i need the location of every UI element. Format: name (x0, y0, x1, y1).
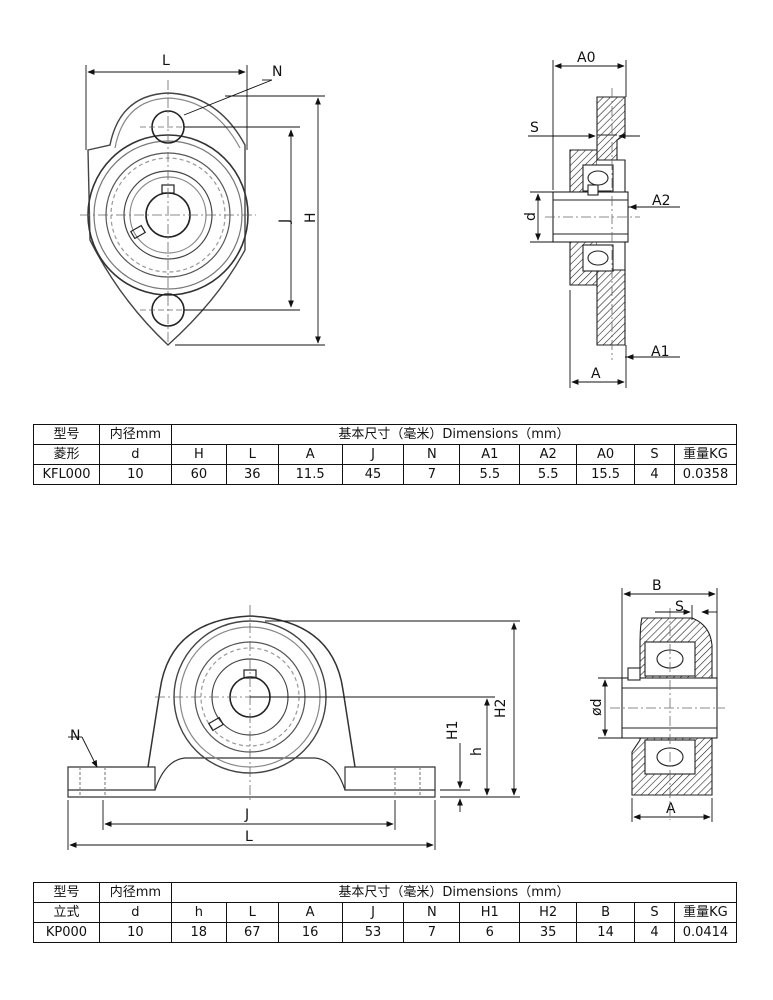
kp-dim-B-label: B (652, 578, 662, 594)
kp-cell: 67 (225, 922, 279, 943)
kfl-dim-J-label: J (277, 219, 293, 224)
kp-cell: 53 (341, 922, 405, 943)
kp-spec-table: 型号 内径mm 基本尺寸（毫米）Dimensions（mm） 立式 d h L … (33, 882, 738, 943)
kfl-col-header: S (634, 444, 675, 465)
kfl-col-header: H (170, 444, 227, 465)
kfl-cell: 45 (341, 464, 405, 485)
kfl-model-label: 型号 (33, 424, 100, 445)
kfl-col-header: L (225, 444, 279, 465)
kfl-dim-A2-label: A2 (652, 193, 670, 209)
kfl-bore-label: 内径mm (98, 424, 172, 445)
kfl-col-header: 重量KG (673, 444, 738, 465)
kfl-front-view (80, 80, 256, 346)
kfl-row-label: KFL000 (33, 464, 100, 485)
kfl-cell: 5.5 (459, 464, 521, 485)
kfl-dim-L-label: L (162, 53, 170, 69)
kfl-dim-N-label: N (272, 64, 282, 80)
kfl-cell: 5.5 (519, 464, 578, 485)
kp-cell: 16 (277, 922, 343, 943)
kfl-cell: 36 (225, 464, 279, 485)
kfl-dim-A1-label: A1 (651, 344, 669, 360)
kfl-front-dimensions (85, 65, 325, 346)
kfl-cell: 11.5 (277, 464, 343, 485)
kfl-cell: 0.0358 (673, 464, 738, 485)
kp-dim-A-label: A (666, 801, 676, 817)
kp-dims-label: 基本尺寸（毫米）Dimensions（mm） (170, 882, 738, 903)
kfl-side-dimensions (528, 60, 680, 388)
kp-col-header: L (225, 902, 279, 923)
kp-front-dimensions (67, 620, 520, 850)
kp-side-dimensions (598, 588, 718, 822)
kp-col-header: S (634, 902, 675, 923)
kp-cell: 7 (403, 922, 461, 943)
kp-cell: 14 (576, 922, 636, 943)
kp-table-data-row: KP000 10 18 67 16 53 7 6 35 14 4 0.0414 (33, 922, 738, 943)
kp-dim-J-label: J (244, 807, 249, 823)
kp-col-header: H2 (519, 902, 578, 923)
kp-col-header: A (277, 902, 343, 923)
kp-dim-h-label: h (469, 747, 485, 756)
kp-table-header-row: 型号 内径mm 基本尺寸（毫米）Dimensions（mm） (33, 882, 738, 903)
kfl-col-header: J (341, 444, 405, 465)
kfl-spec-table: 型号 内径mm 基本尺寸（毫米）Dimensions（mm） 菱形 d H L … (33, 424, 738, 485)
kp-cell: 18 (170, 922, 227, 943)
kfl-table-header-row: 型号 内径mm 基本尺寸（毫米）Dimensions（mm） (33, 424, 738, 445)
kfl-dim-S-label: S (530, 120, 539, 136)
kp-col-header: J (341, 902, 405, 923)
kp-col-header: d (98, 902, 172, 923)
kfl-table-columns-row: 菱形 d H L A J N A1 A2 A0 S 重量KG (33, 444, 738, 465)
kfl-col-header: A (277, 444, 343, 465)
kfl-dim-A0-label: A0 (577, 50, 595, 66)
kfl-col-header: A1 (459, 444, 521, 465)
kfl-col-header: d (98, 444, 172, 465)
kp-dim-H1-label: H1 (445, 721, 461, 740)
kfl-dim-d-label: d (523, 212, 539, 221)
kp-shape-label: 立式 (33, 902, 100, 923)
kfl-cell: 4 (634, 464, 675, 485)
kfl-col-header: A0 (576, 444, 636, 465)
kfl-col-header: A2 (519, 444, 578, 465)
kfl-dim-A-label: A (591, 366, 601, 382)
kp-side-view (610, 608, 725, 820)
kp-bore-label: 内径mm (98, 882, 172, 903)
kp-dim-N-label: N (70, 728, 80, 744)
kfl-shape-label: 菱形 (33, 444, 100, 465)
kp-cell: 10 (98, 922, 172, 943)
kfl-col-header: N (403, 444, 461, 465)
kfl-dims-label: 基本尺寸（毫米）Dimensions（mm） (170, 424, 738, 445)
kp-col-header: 重量KG (673, 902, 738, 923)
kp-table-columns-row: 立式 d h L A J N H1 H2 B S 重量KG (33, 902, 738, 923)
kp-col-header: B (576, 902, 636, 923)
kp-col-header: h (170, 902, 227, 923)
kp-cell: 0.0414 (673, 922, 738, 943)
kfl-cell: 15.5 (576, 464, 636, 485)
kp-dim-S-label: S (675, 599, 684, 615)
kfl-cell: 10 (98, 464, 172, 485)
kp-cell: 35 (519, 922, 578, 943)
kp-col-header: H1 (459, 902, 521, 923)
kp-model-label: 型号 (33, 882, 100, 903)
kfl-table-data-row: KFL000 10 60 36 11.5 45 7 5.5 5.5 15.5 4… (33, 464, 738, 485)
kp-cell: 4 (634, 922, 675, 943)
kp-row-label: KP000 (33, 922, 100, 943)
kp-cell: 6 (459, 922, 521, 943)
kfl-side-view (545, 88, 640, 360)
kfl-cell: 60 (170, 464, 227, 485)
kfl-cell: 7 (403, 464, 461, 485)
kp-dim-H2-label: H2 (493, 699, 509, 718)
kp-dim-L-label: L (245, 829, 253, 845)
kp-col-header: N (403, 902, 461, 923)
kfl-dim-H-label: H (303, 212, 319, 223)
kp-dim-d-label: ød (589, 699, 605, 716)
kp-front-view (67, 605, 436, 800)
